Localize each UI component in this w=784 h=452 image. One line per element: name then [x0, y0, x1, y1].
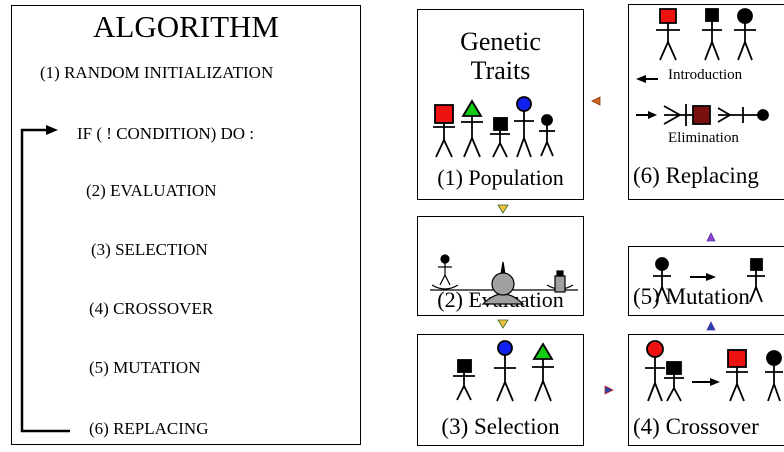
step-selection: (3) SELECTION: [91, 240, 208, 259]
arrow-population-to-evaluation: [497, 204, 509, 214]
selected-black-square-figure: [453, 359, 475, 401]
mutation-arrow: [690, 273, 716, 281]
replacing-label: (6) Replacing: [633, 163, 759, 188]
selected-blue-circle-figure: [494, 340, 516, 402]
step-replacing: (6) REPLACING: [89, 419, 209, 438]
arrow-selection-to-crossover: [604, 385, 614, 395]
eliminated-black-circle-figure: [717, 107, 769, 123]
replacing-red-square-figure: [656, 8, 680, 61]
arrow-mutation-to-replacing: [706, 232, 716, 242]
mutation-before-figure: [653, 257, 671, 303]
algorithm-title: ALGORITHM: [93, 9, 279, 44]
child-black-circle-figure: [765, 350, 783, 402]
red-square-figure: [433, 104, 455, 158]
mutation-label: (5) Mutation: [633, 284, 750, 309]
elimination-arrow: [636, 111, 657, 119]
mutation-after-figure: [747, 258, 765, 303]
child-red-square-figure: [726, 349, 748, 402]
step-mutation: (5) MUTATION: [89, 358, 201, 377]
genetic-traits-title-line2: Traits: [470, 56, 531, 85]
loop-condition: IF ( ! CONDITION) DO :: [77, 124, 255, 143]
black-square-figure: [490, 117, 510, 158]
replacing-black-square-figure: [702, 8, 722, 61]
algorithm-box: [11, 5, 361, 445]
arrow-crossover-to-mutation: [706, 321, 716, 331]
balance-scale: [430, 254, 578, 305]
crossover-label: (4) Crossover: [633, 414, 759, 439]
selected-green-triangle-figure: [532, 342, 554, 402]
black-circle-figure: [539, 114, 555, 157]
blue-circle-figure: [514, 96, 534, 158]
crossover-arrow: [692, 378, 720, 386]
parent-red-circle-figure: [645, 340, 665, 402]
replacing-black-circle-figure: [734, 8, 756, 61]
population-label: (1) Population: [437, 165, 564, 190]
arrow-replacing-to-population: [591, 96, 601, 106]
eliminated-dark-red-figure: [663, 104, 711, 126]
arrow-evaluation-to-selection: [497, 319, 509, 329]
replacing-panel: [628, 4, 784, 200]
introduction-label: Introduction: [668, 67, 743, 83]
step-crossover: (4) CROSSOVER: [89, 299, 214, 318]
parent-black-square-figure: [664, 361, 684, 402]
genetic-traits-title-line1: Genetic: [460, 27, 541, 56]
flow-arrows: [497, 96, 716, 395]
green-triangle-figure: [461, 99, 483, 158]
selection-label: (3) Selection: [441, 414, 560, 439]
introduction-arrow: [636, 75, 658, 83]
elimination-label: Elimination: [668, 130, 739, 146]
step-random-initialization: (1) RANDOM INITIALIZATION: [40, 63, 274, 82]
step-evaluation: (2) EVALUATION: [86, 181, 217, 200]
